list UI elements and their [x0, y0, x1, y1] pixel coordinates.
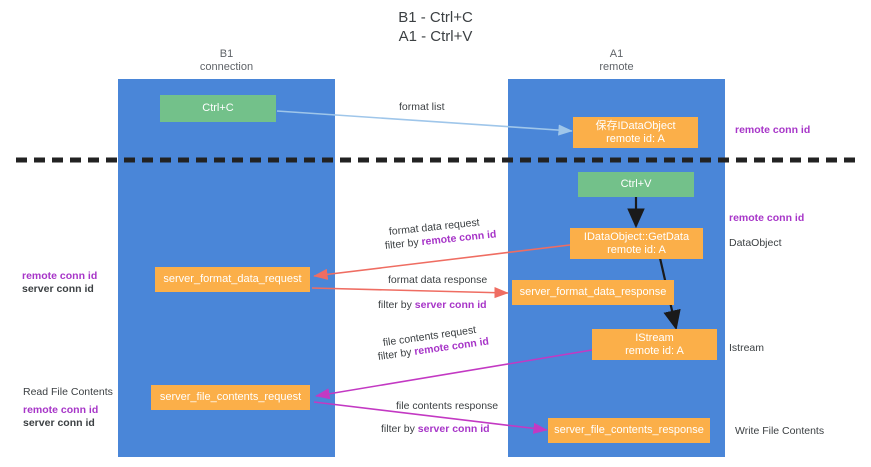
- node-server-file-contents-response[interactable]: server_file_contents_response: [548, 418, 710, 443]
- note-left-server-conn-id-2: server conn id: [23, 417, 95, 429]
- note-left-remote-conn-id-2: remote conn id: [23, 404, 99, 416]
- note-remote-conn-id-mid: remote conn id: [729, 212, 805, 224]
- filter-prefix: filter by: [384, 236, 423, 252]
- edge-label-format-data-response: format data response: [388, 274, 488, 286]
- note-dataobject: DataObject: [729, 237, 782, 249]
- edge-label-format-data-response-filter: filter by server conn id: [378, 299, 487, 312]
- page-title: B1 - Ctrl+C A1 - Ctrl+V: [398, 9, 473, 45]
- note-istream: Istream: [729, 342, 765, 354]
- node-server-file-contents-request[interactable]: server_file_contents_request: [151, 385, 310, 410]
- edge-label-file-contents-response-filter: filter by server conn id: [381, 423, 490, 436]
- node-ctrl-c[interactable]: Ctrl+C: [160, 95, 276, 122]
- node-istream[interactable]: IStream remote id: A: [592, 329, 717, 360]
- arrow-format-data-response: [311, 287, 509, 299]
- node-idataobject-getdata[interactable]: IDataObject::GetData remote id: A: [570, 228, 703, 259]
- filter-prefix: filter by: [378, 299, 415, 311]
- edge-label-file-contents-response: file contents response: [396, 400, 499, 412]
- node-server-format-data-response[interactable]: server_format_data_response: [512, 280, 674, 305]
- lane-header-a1: A1 remote: [599, 48, 634, 73]
- note-remote-conn-id-top: remote conn id: [735, 124, 811, 136]
- edge-label-format-list: format list: [399, 101, 445, 113]
- filter-key-server-conn-id: server conn id: [414, 299, 487, 311]
- arrow-format-data-request: [313, 243, 579, 280]
- node-server-format-data-request[interactable]: server_format_data_request: [155, 267, 310, 292]
- note-left-server-conn-id: server conn id: [22, 283, 94, 295]
- node-idataobject[interactable]: 保存IDataObject remote id: A: [573, 117, 698, 148]
- arrow-file-contents-response: [313, 401, 548, 434]
- arrow-file-contents-request: [315, 349, 593, 400]
- filter-prefix: filter by: [381, 423, 418, 435]
- arrow-format-list: [276, 110, 573, 136]
- filter-key-server-conn-id: server conn id: [417, 423, 490, 435]
- lane-header-b1: B1 connection: [199, 48, 254, 73]
- note-write-file-contents: Write File Contents: [735, 425, 825, 437]
- note-left-remote-conn-id: remote conn id: [22, 270, 98, 282]
- node-ctrl-v[interactable]: Ctrl+V: [578, 172, 694, 197]
- note-read-file-contents: Read File Contents: [23, 386, 113, 398]
